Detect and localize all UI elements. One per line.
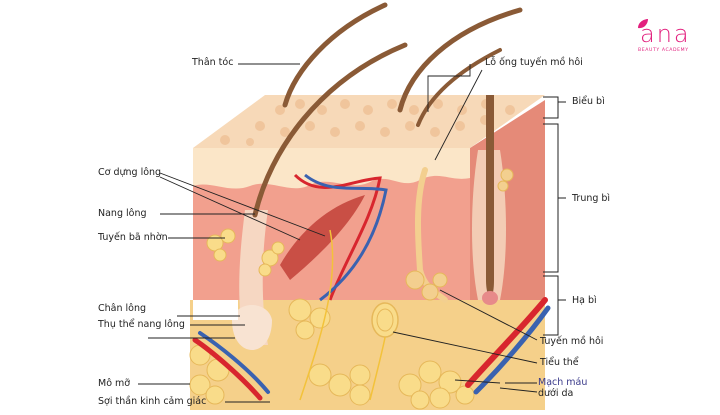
label-dermis: Trung bì: [572, 193, 611, 204]
skin-texture: [220, 99, 515, 146]
epidermis-front: [193, 148, 470, 189]
arrector-pili-muscle: [280, 195, 365, 280]
leader-lines: [138, 63, 538, 403]
layer-brackets: [543, 96, 566, 336]
hair-root-right: [486, 95, 494, 297]
label-corpuscle: Tiểu thể: [540, 357, 579, 368]
sebaceous-gland: [206, 228, 285, 277]
artery-dermis: [293, 173, 382, 301]
artery-hypodermis: [465, 297, 548, 388]
label-hair-receptor: Thụ thể nang lông: [98, 319, 185, 330]
label-hair-root: Chân lông: [98, 303, 147, 314]
vein-hypodermis: [473, 305, 551, 395]
vein-dermis: [304, 173, 388, 302]
label-hair-shaft: Thân tóc: [192, 57, 234, 68]
label-hypodermis: Hạ bì: [572, 295, 597, 306]
label-fat-tissue: Mô mỡ: [98, 378, 131, 389]
fat-tissue: [189, 298, 475, 410]
label-mask: [193, 300, 238, 320]
vein-left: [198, 331, 270, 394]
label-hair-follicle: Nang lông: [98, 208, 147, 219]
hair-shaft-3: [397, 7, 523, 113]
sweat-gland-coil: [405, 168, 514, 301]
label-sensory-nerve: Sợi thần kinh cảm giác: [98, 396, 207, 407]
artery-left: [192, 337, 263, 401]
label-sweat-gland: Tuyến mồ hôi: [540, 336, 604, 347]
hair-shaft-4: [416, 48, 502, 127]
follicle-bulb-right: [482, 291, 498, 305]
corpuscle-inner: [376, 308, 394, 332]
label-epidermis: Biểu bì: [572, 96, 605, 107]
nerve-fibers: [299, 229, 334, 401]
brand-logo: ana BEAUTY ACADEMY: [636, 18, 710, 58]
brand-tagline: BEAUTY ACADEMY: [638, 48, 689, 53]
follicle-bulb-left: [232, 305, 272, 350]
hair-shaft-2: [252, 42, 408, 218]
label-arrector-pili: Cơ dựng lông: [98, 167, 162, 178]
hair-shaft-1: [282, 2, 388, 108]
label-sweat-pore: Lỗ ống tuyến mồ hôi: [485, 57, 583, 68]
label-sebaceous-gland: Tuyến bã nhờn: [98, 232, 168, 243]
logo-drop-icon: [638, 19, 648, 29]
nerve-fiber-2: [369, 336, 386, 401]
label-blood-vessel-2: dưới da: [538, 388, 574, 399]
label-blood-vessel-1: Mạch máu: [538, 377, 588, 388]
brand-name: ana: [640, 20, 691, 48]
